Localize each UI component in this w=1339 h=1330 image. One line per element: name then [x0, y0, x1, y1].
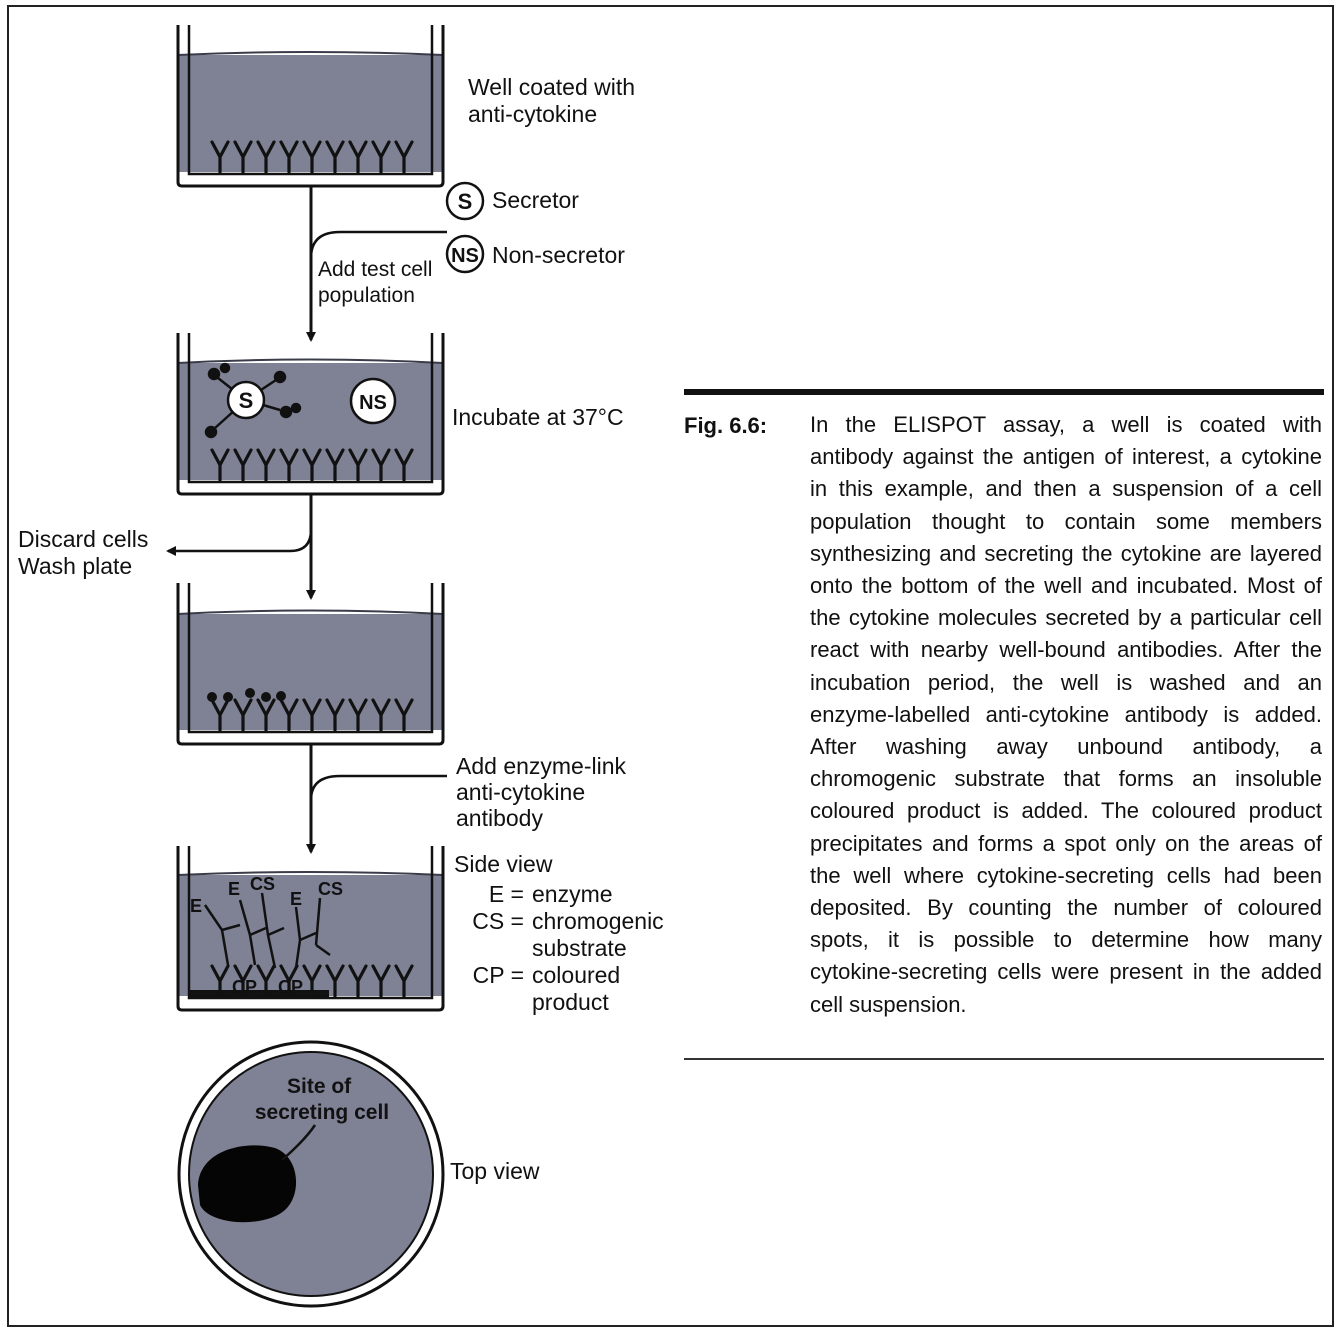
figure-label: Fig. 6.6:	[684, 413, 767, 439]
discard-label: Discard cells Wash plate	[18, 526, 148, 580]
figure-caption-text: In the ELISPOT assay, a well is coated w…	[810, 409, 1322, 1021]
top-view-well: Site of secreting cell	[179, 1042, 443, 1306]
well-1	[178, 25, 443, 186]
secretor-label: Secretor	[492, 187, 579, 214]
well-4: E E E CS CS CP CP	[178, 846, 443, 1010]
add-enzyme-label: Add enzyme-link anti-cytokine antibody	[456, 753, 626, 831]
arrow-wash	[168, 494, 311, 598]
add-test-cell-label: Add test cell population	[318, 257, 432, 309]
legend-keys: E = CS = CP =	[458, 881, 524, 989]
caption-top-rule	[684, 389, 1324, 395]
secretor-cell-symbol: S	[239, 388, 254, 413]
site-label-line-1: Site of	[287, 1075, 352, 1098]
substrate-letter-1: CS	[250, 874, 275, 894]
side-view-label: Side view	[454, 851, 552, 878]
well-coated-label: Well coated with anti-cytokine	[468, 74, 635, 128]
well-3	[178, 583, 443, 744]
substrate-letter-2: CS	[318, 879, 343, 899]
enzyme-letter-2: E	[228, 879, 240, 899]
nonsecretor-label: Non-secretor	[492, 242, 625, 269]
secretor-legend: S	[447, 183, 483, 219]
legend-values: enzyme chromogenic substrate coloured pr…	[532, 881, 664, 1016]
nonsecretor-symbol: NS	[451, 245, 479, 267]
enzyme-letter-1: E	[190, 896, 202, 916]
product-letter-1: CP	[232, 977, 257, 997]
top-view-label: Top view	[450, 1158, 539, 1185]
caption-bottom-rule	[684, 1058, 1324, 1060]
nonsecretor-legend: NS	[447, 236, 483, 272]
nonsecretor-cell-symbol: NS	[359, 392, 387, 414]
arrow-add-enzyme	[311, 744, 447, 852]
product-letter-2: CP	[278, 977, 303, 997]
incubate-label: Incubate at 37°C	[452, 404, 624, 431]
well-2: S NS	[178, 333, 443, 494]
site-label-line-2: secreting cell	[255, 1101, 389, 1124]
secretor-symbol: S	[458, 189, 473, 214]
enzyme-letter-3: E	[290, 889, 302, 909]
